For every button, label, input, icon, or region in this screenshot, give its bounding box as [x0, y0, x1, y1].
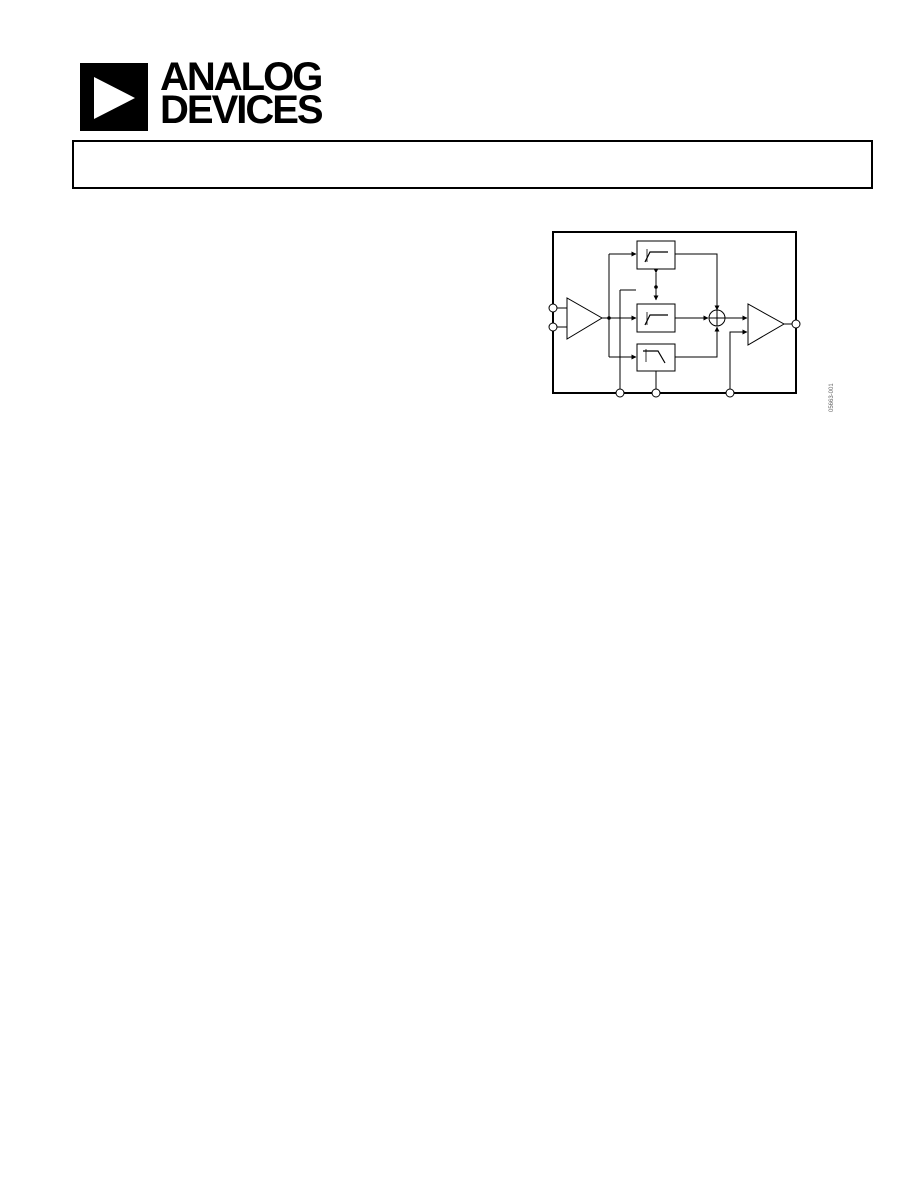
- bottom-pins: [615, 388, 735, 398]
- brand-line-2: DEVICES: [160, 88, 324, 132]
- highpass-filter-middle: [636, 303, 676, 333]
- input-amplifier: [566, 297, 603, 340]
- play-triangle-icon: [94, 77, 135, 119]
- brand-line-1: ANALOG: [160, 55, 323, 99]
- analog-devices-logo: ANALOG DEVICES: [80, 57, 324, 133]
- logo-wordmark: ANALOG DEVICES: [160, 57, 324, 130]
- lowpass-filter-bottom: [636, 343, 676, 372]
- input-pins: [548, 303, 567, 332]
- output-pin: [791, 319, 801, 329]
- functional-block-diagram: 05663-001: [548, 231, 835, 412]
- filter-link-arrow: [653, 268, 659, 301]
- output-amplifier: [747, 303, 786, 346]
- logo-mark: [80, 63, 148, 131]
- title-box: [72, 140, 873, 189]
- figure-code: 05663-001: [829, 383, 835, 412]
- highpass-filter-top: [636, 240, 676, 270]
- summing-junction: [708, 309, 726, 327]
